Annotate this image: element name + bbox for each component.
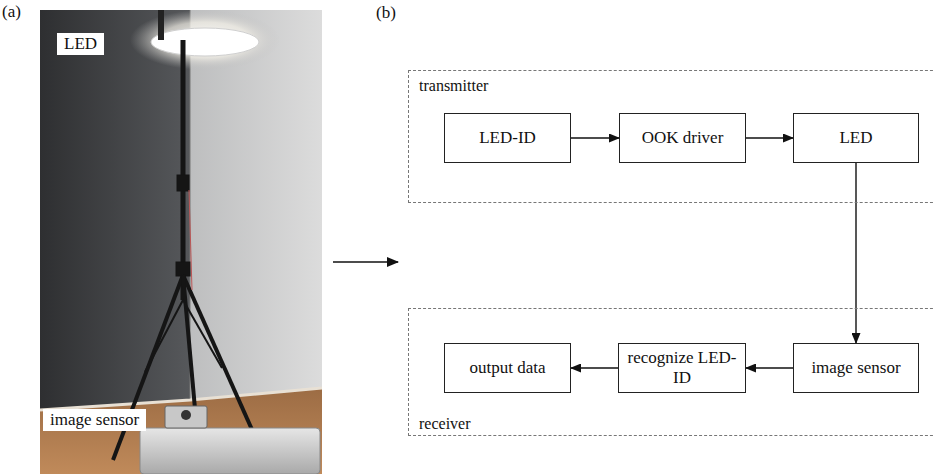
process-box: recognize LED-ID bbox=[618, 343, 746, 393]
box-label: image sensor bbox=[811, 358, 900, 378]
floor bbox=[40, 388, 322, 474]
box-label: LED-ID bbox=[479, 128, 536, 148]
box-label: OOK driver bbox=[642, 128, 724, 148]
group-box: transmitterLED-ID OOK driver LED bbox=[408, 70, 933, 203]
box-label: LED bbox=[839, 128, 872, 148]
flow-arrow bbox=[746, 367, 793, 368]
flow-arrow bbox=[855, 163, 856, 343]
process-box: OOK driver bbox=[619, 113, 746, 163]
box-label: recognize LED-ID bbox=[627, 348, 737, 387]
group-box: receiver output data recognize LED-ID image… bbox=[408, 308, 933, 436]
flow-arrow bbox=[571, 367, 618, 368]
image-sensor-device bbox=[165, 406, 207, 428]
wall-dark bbox=[40, 10, 190, 410]
sensor-lens bbox=[181, 410, 191, 420]
equipment-case bbox=[140, 428, 320, 474]
process-box: LED bbox=[793, 113, 919, 163]
panel-label: (a) bbox=[2, 2, 21, 22]
panel-arrow bbox=[333, 261, 398, 263]
tripod bbox=[113, 40, 262, 460]
lamp-arm bbox=[158, 10, 164, 40]
photo-label: LED bbox=[57, 33, 104, 55]
process-box: LED-ID bbox=[444, 113, 571, 163]
wall-light bbox=[40, 10, 322, 474]
group-title: transmitter bbox=[419, 77, 488, 95]
photo-label: image sensor bbox=[43, 409, 146, 431]
lamp-glow bbox=[130, 10, 280, 70]
process-box: output data bbox=[444, 343, 571, 393]
flow-arrow bbox=[746, 137, 793, 138]
flow-arrow bbox=[571, 137, 619, 138]
led-lamp bbox=[151, 28, 259, 56]
group-title: receiver bbox=[419, 415, 471, 433]
cable bbox=[189, 190, 192, 290]
box-label: output data bbox=[469, 358, 545, 378]
panel-label: (b) bbox=[376, 3, 396, 23]
process-box: image sensor bbox=[793, 343, 919, 393]
